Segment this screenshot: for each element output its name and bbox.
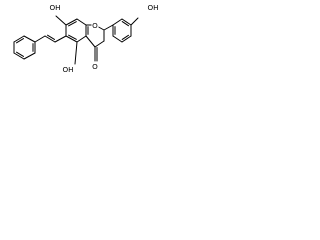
bond-c5-o5 <box>74 41 78 65</box>
bond-c6-v1 <box>54 35 67 43</box>
bond-v1-v2-inner <box>47 34 56 40</box>
hydroxyl-7-label: OH <box>49 3 60 12</box>
bond-c2-b1 <box>103 24 114 31</box>
bond-c7-c8 <box>65 18 78 26</box>
hydroxyl-4prime-label: OH <box>147 3 158 12</box>
bond-c8-c8a <box>76 18 87 26</box>
bond-lines <box>13 15 139 65</box>
bond-c5-c6 <box>65 35 78 43</box>
bond-c7-c8-inner <box>68 21 77 27</box>
bond-c4a-c5 <box>76 35 87 43</box>
bond-b2-b3-inner <box>121 21 130 27</box>
carbonyl-oxygen-label: O <box>92 62 98 71</box>
bond-p4-p5 <box>13 52 25 60</box>
bond-b2-b3 <box>121 18 132 26</box>
bond-b5-b6 <box>112 35 123 43</box>
ring-oxygen-bg <box>91 21 99 30</box>
carbonyl-oxygen-bg <box>91 61 99 71</box>
bond-c7-o7 <box>55 15 67 26</box>
bond-c4-c4a <box>85 35 96 48</box>
ring-oxygen-label: O <box>92 21 98 30</box>
bond-v2-p1 <box>34 35 46 43</box>
bond-p2-p3-inner <box>16 38 25 44</box>
bond-p1-p2 <box>23 35 36 43</box>
bond-p2-p3 <box>13 35 25 43</box>
bond-c5-c6-inner <box>68 34 77 40</box>
bond-c3-c4 <box>94 40 105 48</box>
bond-b3-o4prime <box>130 17 139 26</box>
hydroxyl-5-label: OH <box>62 65 73 74</box>
bond-b1-b2 <box>112 18 123 26</box>
bond-b4-b5-inner <box>121 34 130 40</box>
bond-p5-p6 <box>23 52 36 60</box>
bond-b4-b5 <box>121 35 132 43</box>
chemical-structure-diagram: O O OH OH OH <box>13 3 159 74</box>
bond-p4-p5-inner <box>16 51 25 57</box>
bond-v1-v2 <box>44 35 56 43</box>
